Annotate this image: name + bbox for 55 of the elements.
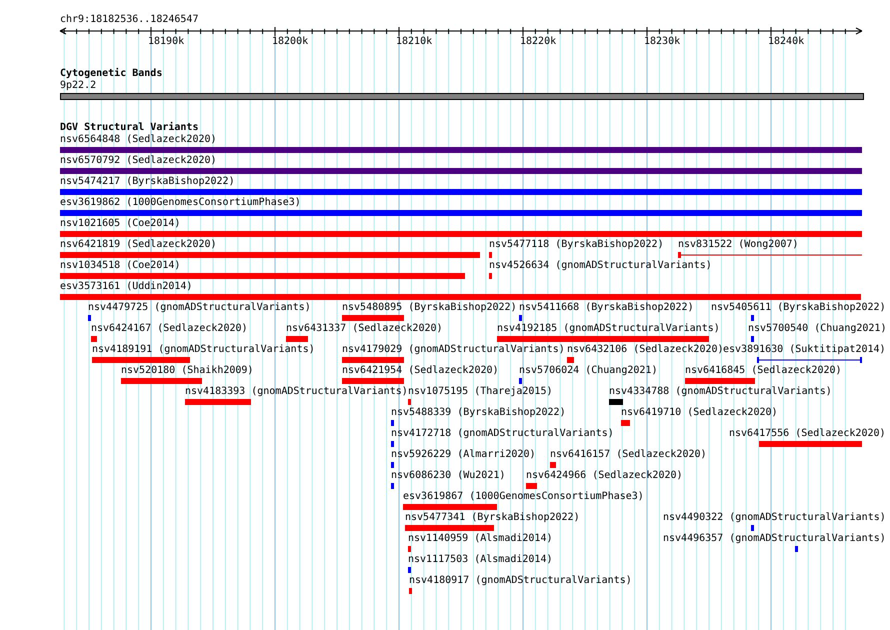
variant-label: nsv6421954 (Sedlazeck2020) xyxy=(342,365,499,377)
variant-label: nsv6416845 (Sedlazeck2020) xyxy=(685,365,842,377)
tick-label: 18240k xyxy=(768,36,804,48)
tick-label: 18220k xyxy=(520,36,556,48)
variant-label: nsv5926229 (Almarri2020) xyxy=(391,449,536,461)
variant-label: nsv5480895 (ByrskaBishop2022) xyxy=(342,302,517,314)
variant-label: nsv4189191 (gnomADStructuralVariants) xyxy=(92,344,315,356)
variant-label: nsv1075195 (Thareja2015) xyxy=(408,386,552,398)
variant-label: nsv4490322 (gnomADStructuralVariants) xyxy=(663,512,886,524)
variant-label: nsv5474217 (ByrskaBishop2022) xyxy=(60,176,235,188)
variant-label: esv3891630 (Suktitipat2014) xyxy=(723,344,886,356)
tick-label: 18210k xyxy=(396,36,432,48)
variant-label: nsv831522 (Wong2007) xyxy=(678,239,798,251)
variant-label: esv3573161 (Uddin2014) xyxy=(60,281,192,293)
variant-label: nsv4334788 (gnomADStructuralVariants) xyxy=(609,386,832,398)
variant-label: nsv6570792 (Sedlazeck2020) xyxy=(60,155,217,167)
variant-label: nsv5488339 (ByrskaBishop2022) xyxy=(391,407,566,419)
variant-label: nsv4526634 (gnomADStructuralVariants) xyxy=(489,260,712,272)
variant-label: nsv1117503 (Alsmadi2014) xyxy=(408,554,552,566)
variant-label: nsv5700540 (Chuang2021) xyxy=(748,323,886,335)
variant-label: nsv6421819 (Sedlazeck2020) xyxy=(60,239,217,251)
variant-label: nsv6432106 (Sedlazeck2020) xyxy=(567,344,724,356)
variant-label: nsv4183393 (gnomADStructuralVariants) xyxy=(185,386,408,398)
variant-label: esv3619862 (1000GenomesConsortiumPhase3) xyxy=(60,197,301,209)
tick-label: 18230k xyxy=(644,36,680,48)
variant-label: nsv1140959 (Alsmadi2014) xyxy=(408,533,552,545)
variant-label: nsv4172718 (gnomADStructuralVariants) xyxy=(391,428,614,440)
variant-label: nsv4180917 (gnomADStructuralVariants) xyxy=(409,575,632,587)
variant-label: nsv6086230 (Wu2021) xyxy=(391,470,506,482)
variant-label: nsv4479725 (gnomADStructuralVariants) xyxy=(88,302,311,314)
variant-label: nsv6417556 (Sedlazeck2020) xyxy=(729,428,886,440)
location-label: chr9:18182536..18246547 xyxy=(60,14,198,26)
variant-label: nsv6564848 (Sedlazeck2020) xyxy=(60,134,217,146)
variant-label: nsv6424167 (Sedlazeck2020) xyxy=(91,323,248,335)
variant-label: nsv6419710 (Sedlazeck2020) xyxy=(621,407,778,419)
variant-label: nsv6431337 (Sedlazeck2020) xyxy=(286,323,443,335)
variant-label: nsv1021605 (Coe2014) xyxy=(60,218,180,230)
track-title: DGV Structural Variants xyxy=(60,122,198,134)
variant-label: nsv5411668 (ByrskaBishop2022) xyxy=(519,302,694,314)
tick-label: 18190k xyxy=(148,36,184,48)
variant-label: nsv5477341 (ByrskaBishop2022) xyxy=(405,512,580,524)
variant-label: nsv6424966 (Sedlazeck2020) xyxy=(526,470,683,482)
variant-label: nsv5477118 (ByrskaBishop2022) xyxy=(489,239,664,251)
track-title: Cytogenetic Bands xyxy=(60,68,162,80)
variant-label: esv3619867 (1000GenomesConsortiumPhase3) xyxy=(403,491,644,503)
tick-label: 18200k xyxy=(272,36,308,48)
variant-label: nsv4179029 (gnomADStructuralVariants) xyxy=(342,344,565,356)
variant-label: nsv4496357 (gnomADStructuralVariants) xyxy=(663,533,886,545)
variant-label: nsv1034518 (Coe2014) xyxy=(60,260,180,272)
band-label: 9p22.2 xyxy=(60,80,96,92)
variant-label: nsv5706024 (Chuang2021) xyxy=(519,365,658,377)
variant-label: nsv4192185 (gnomADStructuralVariants) xyxy=(497,323,720,335)
variant-label: nsv5405611 (ByrskaBishop2022) xyxy=(711,302,886,314)
variant-label: nsv6416157 (Sedlazeck2020) xyxy=(550,449,707,461)
variant-label: nsv520180 (Shaikh2009) xyxy=(121,365,254,377)
